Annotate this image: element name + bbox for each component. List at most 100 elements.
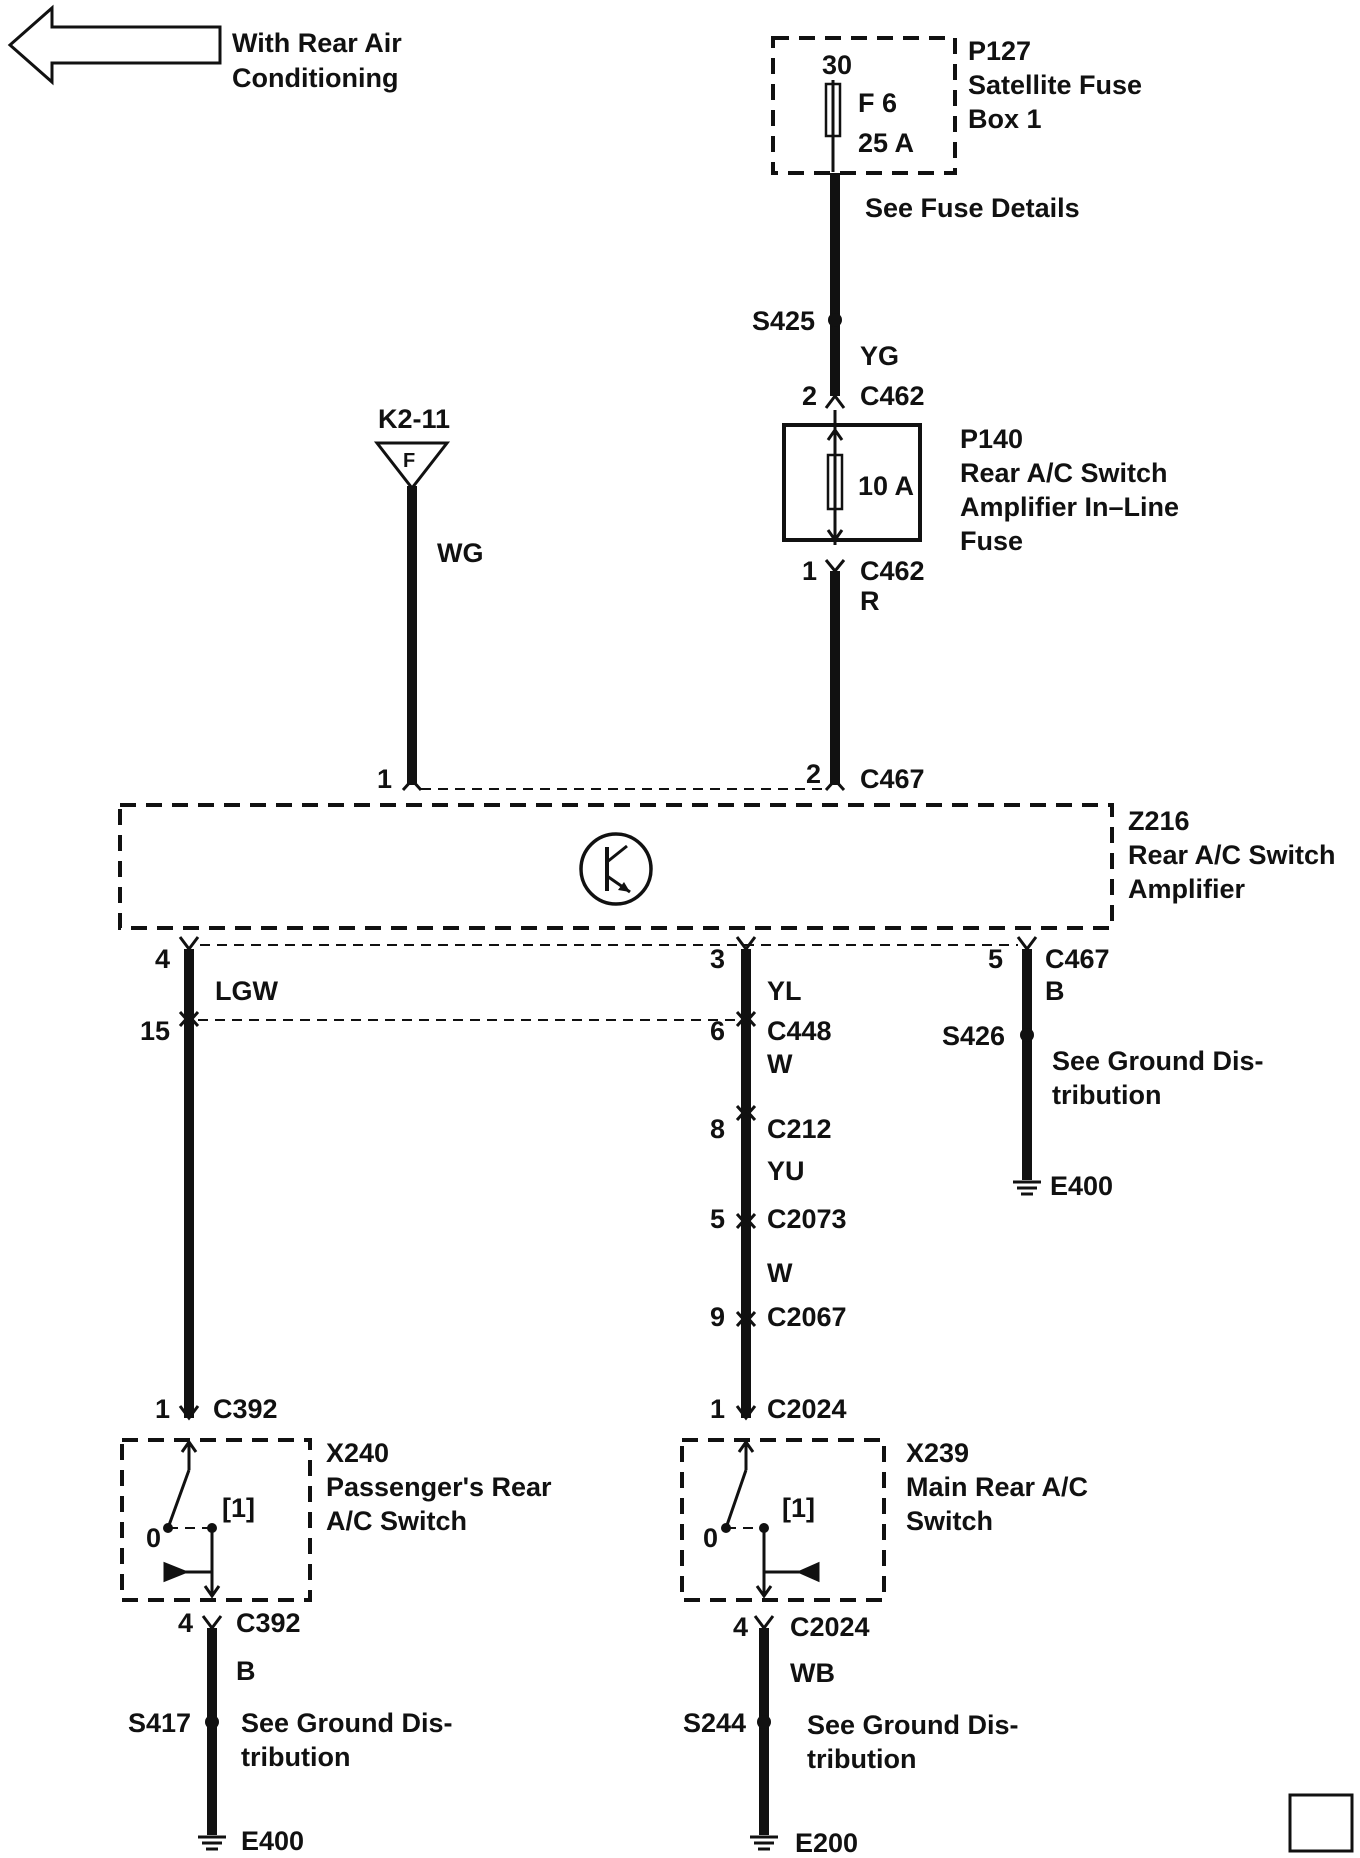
mid-pin-top: 3 xyxy=(710,944,725,974)
c392-top-label: C392 xyxy=(213,1394,278,1424)
p127-line2: Satellite Fuse xyxy=(968,70,1142,100)
ground-e400-right-icon xyxy=(1013,1180,1041,1196)
x239-switch-blade[interactable] xyxy=(724,1469,748,1529)
x239-line3: Switch xyxy=(906,1506,993,1536)
c448-label: C448 xyxy=(767,1016,832,1046)
mid-ground-note-1: See Ground Dis- xyxy=(807,1710,1019,1740)
x240-pos1: [1] xyxy=(222,1493,255,1523)
wire-yg-label: YG xyxy=(860,341,899,371)
c462-out-pin: 1 xyxy=(802,556,817,586)
c392-pin1: 1 xyxy=(155,1394,170,1424)
wire-r-label: R xyxy=(860,586,880,616)
splice-s417-label: S417 xyxy=(128,1708,191,1738)
c2024-pin4: 4 xyxy=(733,1612,748,1642)
p127-fuse-box xyxy=(771,36,957,175)
connector-c462-out xyxy=(824,559,846,574)
left-ground-note-2: tribution xyxy=(241,1742,350,1772)
z216-line2: Rear A/C Switch xyxy=(1128,840,1336,870)
left-pin-top: 4 xyxy=(155,944,170,974)
c2073-connector xyxy=(735,1212,757,1230)
c212-connector xyxy=(735,1104,757,1122)
splice-s244 xyxy=(757,1715,771,1729)
c2073-label: C2073 xyxy=(767,1204,847,1234)
p140-line4: Fuse xyxy=(960,526,1023,556)
c448-pin15: 15 xyxy=(140,1016,170,1046)
c467-pin1-connector xyxy=(401,777,423,792)
x240-line3: A/C Switch xyxy=(326,1506,467,1536)
corner-box xyxy=(1288,1793,1354,1853)
c467-pin2-connector xyxy=(824,777,846,792)
c2067-label: C2067 xyxy=(767,1302,847,1332)
x240-id: X240 xyxy=(326,1438,389,1468)
c462-in-label: C462 xyxy=(860,381,925,411)
transistor-icon xyxy=(579,832,653,906)
ground-e400-right-label: E400 xyxy=(1050,1171,1113,1201)
fuse-details-link[interactable]: See Fuse Details xyxy=(865,193,1080,223)
c448-pin15-connector xyxy=(178,1010,200,1028)
wire-yu-label: YU xyxy=(767,1156,805,1186)
c462-out-label: C462 xyxy=(860,556,925,586)
wire-wb-label: WB xyxy=(790,1658,835,1688)
right-ground-note-1: See Ground Dis- xyxy=(1052,1046,1264,1076)
wire-w-c2073-label: W xyxy=(767,1258,793,1288)
splice-s426 xyxy=(1020,1028,1034,1042)
c2067-connector xyxy=(735,1310,757,1328)
x240-switch-blade[interactable] xyxy=(166,1469,191,1529)
c467-pin4-connector xyxy=(178,936,200,952)
x240-line2: Passenger's Rear xyxy=(326,1472,552,1502)
wire-b-left-label: B xyxy=(236,1656,256,1686)
wire-yl-label: YL xyxy=(767,976,802,1006)
k2-symbol: F xyxy=(403,450,415,472)
k2-ref: K2-11 xyxy=(378,404,450,434)
x240-pos0: 0 xyxy=(146,1523,161,1553)
c462-in-pin: 2 xyxy=(802,381,817,411)
p140-fuse-box xyxy=(782,423,922,542)
x239-pos0: 0 xyxy=(703,1523,718,1553)
c2024-top-label: C2024 xyxy=(767,1394,847,1424)
arrow-label-line2: Conditioning xyxy=(232,63,398,93)
ground-e400-left-label: E400 xyxy=(241,1826,304,1856)
c2024-pin4-connector xyxy=(753,1615,775,1631)
splice-s425-label: S425 xyxy=(752,306,815,336)
z216-id: Z216 xyxy=(1128,806,1190,836)
x239-id: X239 xyxy=(906,1438,969,1468)
c392-bottom-label: C392 xyxy=(236,1608,301,1638)
x239-line2: Main Rear A/C xyxy=(906,1472,1088,1502)
p140-id: P140 xyxy=(960,424,1023,454)
x239-bottom-arrow xyxy=(755,1585,773,1599)
splice-s425 xyxy=(828,313,842,327)
x239-actuator-icon xyxy=(790,1561,820,1583)
c2024-pin1: 1 xyxy=(710,1394,725,1424)
p127-fuse: F 6 xyxy=(858,88,897,118)
wire-w-c448-label: W xyxy=(767,1049,793,1079)
ground-e200-label: E200 xyxy=(795,1828,858,1858)
c448-pin6-connector xyxy=(735,1010,757,1028)
arrow-label-line1: With Rear Air xyxy=(232,28,402,58)
p140-arrow-top xyxy=(826,410,844,441)
wire-b-right-label: B xyxy=(1045,976,1065,1006)
right-pin: 5 xyxy=(988,944,1003,974)
c392-pin4-connector xyxy=(201,1615,223,1631)
c467-pin1: 1 xyxy=(377,764,392,794)
p127-id: P127 xyxy=(968,36,1031,66)
back-arrow-icon[interactable] xyxy=(7,4,222,86)
x240-bottom-arrow xyxy=(203,1585,221,1599)
x239-pos1: [1] xyxy=(782,1493,815,1523)
p140-arrow-bottom xyxy=(826,529,844,543)
right-connector-label: C467 xyxy=(1045,944,1110,974)
p140-line2: Rear A/C Switch xyxy=(960,458,1168,488)
p127-terminal: 30 xyxy=(822,50,852,80)
mid-ground-note-2: tribution xyxy=(807,1744,916,1774)
wire-wg-label: WG xyxy=(437,538,484,568)
ground-e400-left-icon xyxy=(198,1835,226,1851)
p140-line3: Amplifier In–Line xyxy=(960,492,1179,522)
x240-switch-box xyxy=(120,1438,312,1602)
connector-c462-in xyxy=(824,393,846,409)
c212-label: C212 xyxy=(767,1114,832,1144)
c2024-bottom-label: C2024 xyxy=(790,1612,870,1642)
right-ground-note-2: tribution xyxy=(1052,1080,1161,1110)
c467-pin5-connector xyxy=(1016,936,1038,952)
wire-lgw-label: LGW xyxy=(215,976,278,1006)
c2024-pin1-connector xyxy=(735,1405,757,1421)
c392-pin4: 4 xyxy=(178,1608,193,1638)
